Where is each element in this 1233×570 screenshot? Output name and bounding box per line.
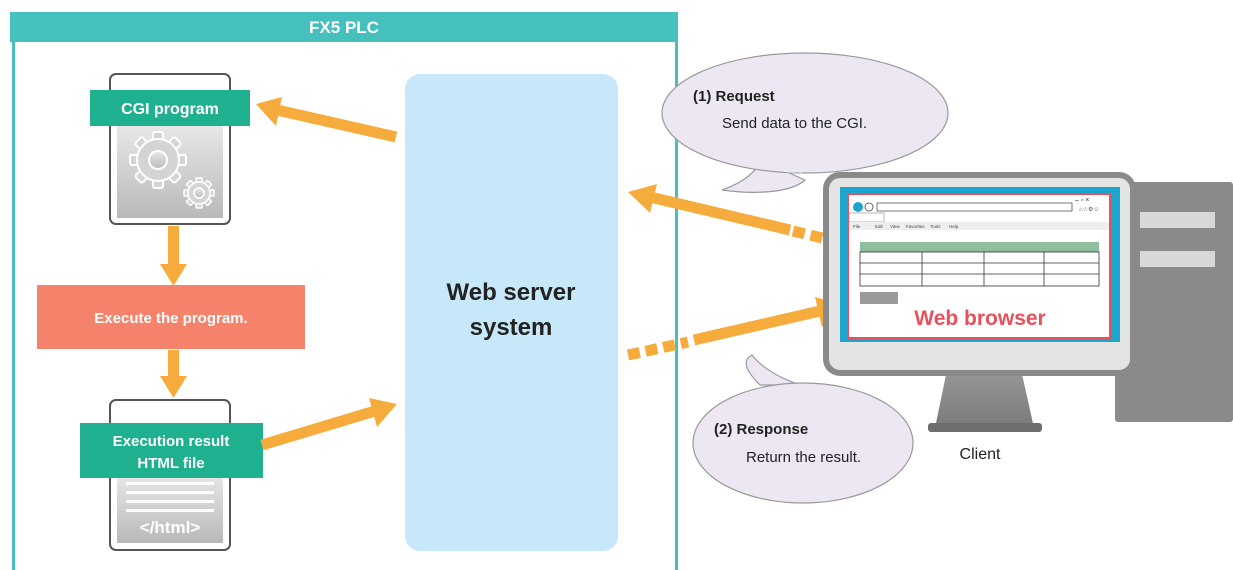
- request-title: (1) Request: [693, 88, 775, 105]
- request-text: Send data to the CGI.: [722, 115, 867, 132]
- response-bubble: (2) Response Return the result.: [692, 354, 914, 504]
- html-tag-text: </html>: [140, 518, 201, 537]
- request-arrow: [628, 184, 845, 249]
- web-server-label-line1: Web server: [447, 279, 576, 306]
- flow-arrow-down-2: [160, 350, 187, 398]
- plc-title: FX5 PLC: [309, 18, 379, 37]
- cgi-program-document: CGI program: [90, 73, 250, 225]
- browser-menu-bar: File Edit View Favorites Tools Help: [853, 224, 959, 229]
- window-controls-icon: – ▫ ×: [1075, 197, 1089, 204]
- browser-window: – ▫ × ⌂☆⚙☺ File Edit View Favorites Tool…: [847, 193, 1111, 339]
- menu-view: View: [890, 224, 900, 229]
- menu-tools: Tools: [930, 224, 941, 229]
- arrow-server-to-cgi: [256, 97, 398, 143]
- response-title: (2) Response: [714, 421, 808, 438]
- web-server-label-line2: system: [470, 314, 553, 341]
- browser-button: [860, 292, 898, 304]
- pc-tower: [1115, 182, 1233, 422]
- result-label-line1: Execution result: [113, 433, 230, 450]
- menu-help: Help: [949, 224, 959, 229]
- text-lines-icon: [126, 482, 214, 512]
- request-bubble: (1) Request Send data to the CGI.: [661, 52, 949, 193]
- response-arrow: [626, 297, 843, 361]
- monitor-stand: [928, 365, 1042, 432]
- client-label: Client: [960, 446, 1001, 463]
- plc-frame: FX5 PLC: [10, 12, 678, 570]
- execute-program-box: Execute the program.: [37, 285, 305, 349]
- web-browser-label: Web browser: [914, 307, 1045, 330]
- response-text: Return the result.: [746, 449, 861, 466]
- gear-icon: [129, 131, 215, 209]
- menu-file: File: [853, 224, 861, 229]
- client-computer: – ▫ × ⌂☆⚙☺ File Edit View Favorites Tool…: [823, 172, 1233, 463]
- toolbar-icons: ⌂☆⚙☺: [1079, 206, 1100, 213]
- result-label-line2: HTML file: [137, 455, 204, 472]
- browser-table: [859, 242, 1100, 287]
- address-bar: [876, 202, 1073, 212]
- menu-favorites: Favorites: [906, 224, 925, 229]
- flow-arrow-down-1: [160, 226, 187, 286]
- web-server-system: Web server system: [405, 74, 618, 551]
- forward-icon: [864, 202, 874, 212]
- arrow-result-to-server: [260, 398, 397, 451]
- execute-program-label: Execute the program.: [94, 310, 247, 327]
- back-icon: [853, 202, 863, 212]
- menu-edit: Edit: [875, 224, 884, 229]
- cgi-program-label: CGI program: [121, 101, 219, 118]
- result-html-document: </html> Execution result HTML file: [80, 399, 263, 551]
